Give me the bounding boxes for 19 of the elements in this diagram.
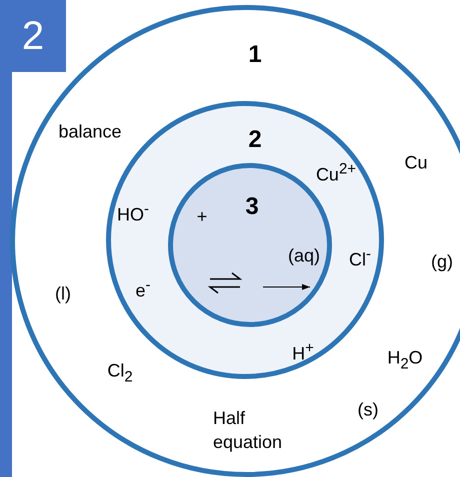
ring-number: 3 xyxy=(245,193,259,221)
chem-term: Cu xyxy=(404,152,428,174)
chem-term: e$^{-}$ xyxy=(136,276,150,302)
chem-term: (l) xyxy=(55,284,71,304)
ring-number: 2 xyxy=(248,126,262,154)
chem-term: H$^{+}$ xyxy=(292,340,314,364)
chem-term: (g) xyxy=(431,252,453,272)
chem-term: (s) xyxy=(358,400,378,420)
chem-term: (aq) xyxy=(288,246,320,266)
chem-term: Cu$^{2+}$ xyxy=(316,160,356,186)
chem-term: HO$^{-}$ xyxy=(117,200,149,226)
ring-number: 1 xyxy=(248,41,262,69)
chem-term: Cl$_{2}$ xyxy=(107,360,133,386)
chem-term: H$_{2}$O xyxy=(387,348,423,372)
chem-term: Half equation xyxy=(213,407,284,454)
chem-term: Cl$^{-}$ xyxy=(349,246,371,270)
chem-term: + xyxy=(196,206,208,228)
ring-circle xyxy=(10,5,460,477)
chem-term: balance xyxy=(58,122,122,142)
